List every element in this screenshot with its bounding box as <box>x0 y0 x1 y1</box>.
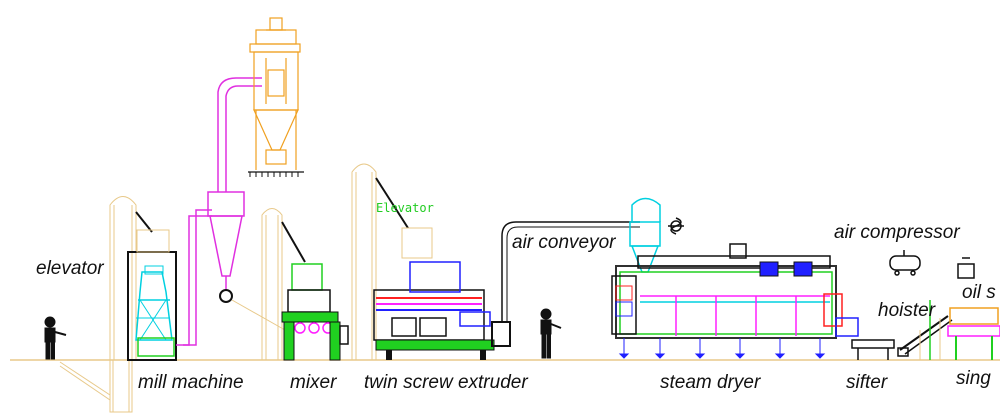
extruder-hopper <box>401 227 433 259</box>
bucket-elevator-2 <box>261 208 283 360</box>
label-oil-partial: oil s <box>962 282 996 303</box>
label-twin-screw-extruder: twin screw extruder <box>364 372 528 393</box>
elevator-3-chute <box>375 177 409 229</box>
air-conveyor-pipe <box>501 221 640 322</box>
air-conveyor-pipe-inner <box>506 226 640 322</box>
label-elevator: elevator <box>36 258 104 279</box>
label-air-conveyor: air conveyor <box>512 232 616 253</box>
label-mixer: mixer <box>290 372 337 393</box>
fan-icon <box>668 217 684 235</box>
dust-collector-base <box>249 172 299 177</box>
dryer-feed-cyclone <box>629 197 661 273</box>
label-air-compressor: air compressor <box>834 222 960 243</box>
oil-sprayer-machine <box>929 257 1000 360</box>
elevator-1-chute <box>135 211 153 233</box>
cyclone-to-mixer-pipe <box>231 299 286 331</box>
air-compressor-machine <box>889 250 921 276</box>
mixer-machine <box>281 263 349 361</box>
airlock-valve <box>219 289 233 303</box>
steam-dryer-legs <box>618 338 826 359</box>
mill-machine <box>127 229 177 361</box>
label-elevator-tag: Elevator <box>376 201 434 215</box>
label-hoister: hoister <box>878 300 936 321</box>
label-mill-machine: mill machine <box>138 372 244 393</box>
cyclone-separator <box>207 191 245 290</box>
dust-collector <box>248 17 304 173</box>
sifter-machine <box>835 317 895 360</box>
bucket-elevator-1 <box>59 196 137 413</box>
bucket-elevator-3 <box>351 163 377 360</box>
label-sing-partial: sing <box>956 368 991 389</box>
worker-figure-2 <box>540 308 562 359</box>
elevator-2-chute <box>281 221 306 263</box>
steam-dryer <box>611 243 843 339</box>
twin-screw-extruder <box>373 261 511 360</box>
label-sifter: sifter <box>846 372 888 393</box>
hoister-conveyor <box>897 315 953 360</box>
air-duct <box>176 77 262 346</box>
label-steam-dryer: steam dryer <box>660 372 761 393</box>
worker-figure-1 <box>44 316 67 360</box>
